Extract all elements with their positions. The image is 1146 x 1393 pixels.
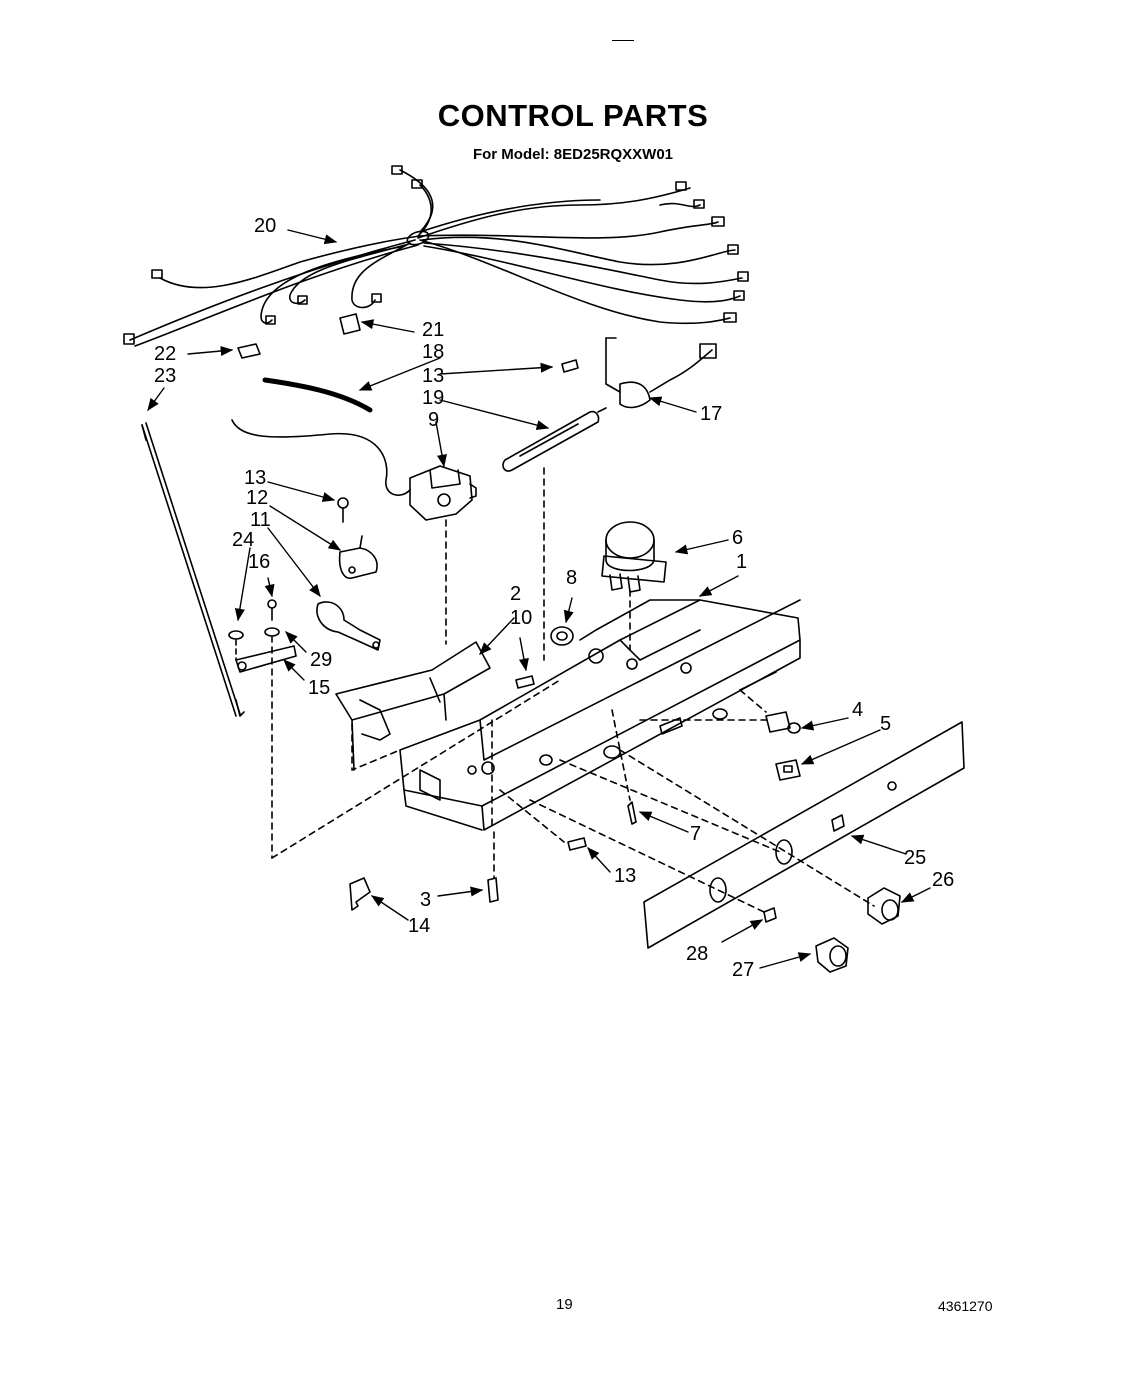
callout-7: 7	[690, 823, 701, 845]
clip-14	[349, 877, 371, 911]
page-number: 19	[556, 1296, 573, 1313]
leader-arrows	[147, 229, 931, 969]
callout-27: 27	[732, 959, 754, 981]
knob-26	[867, 887, 901, 925]
callout-4: 4	[852, 699, 863, 721]
page-title: CONTROL PARTS	[437, 98, 709, 133]
document-number: 4361270	[938, 1298, 993, 1314]
callout-21: 21	[422, 319, 444, 341]
callout-1: 1	[736, 551, 747, 573]
callout-22: 22	[154, 343, 176, 365]
callout-17: 17	[700, 403, 722, 425]
callout-18: 18	[422, 341, 444, 363]
screw-7	[627, 801, 637, 825]
knob-27	[815, 937, 849, 973]
callout-8: 8	[566, 567, 577, 589]
rod-23	[141, 422, 245, 717]
callout-14: 14	[408, 915, 430, 937]
switch-4	[765, 711, 801, 734]
clip-28	[763, 907, 777, 923]
clip-22	[237, 343, 261, 359]
timer-6	[601, 521, 667, 593]
callout-labels: 20 21 22 18 23 13 19 17 9 13 12 11 24 6 …	[154, 215, 954, 981]
callout-20: 20	[254, 215, 276, 237]
clip-21	[339, 313, 361, 335]
component-17	[605, 337, 717, 409]
control-panel-25	[643, 721, 965, 949]
callout-13-top: 13	[422, 365, 444, 387]
wire-harness	[123, 165, 749, 347]
screw-13-bottom	[567, 837, 587, 851]
grommet-8	[550, 626, 574, 646]
damper-control-group	[228, 497, 381, 859]
callout-16: 16	[248, 551, 270, 573]
screw-3	[487, 877, 499, 903]
callout-15: 15	[308, 677, 330, 699]
callout-25: 25	[904, 847, 926, 869]
callout-28: 28	[686, 943, 708, 965]
top-mark	[612, 40, 634, 41]
callout-2: 2	[510, 583, 521, 605]
callout-11: 11	[250, 509, 271, 531]
screw-10	[515, 675, 535, 689]
callout-9: 9	[428, 409, 439, 431]
assembly-lines	[271, 467, 875, 913]
model-subtitle: For Model: 8ED25RQXXW01	[472, 146, 674, 163]
callout-29: 29	[310, 649, 332, 671]
heater-19	[502, 407, 607, 472]
callout-26: 26	[932, 869, 954, 891]
callout-19: 19	[422, 387, 444, 409]
callout-12: 12	[246, 487, 268, 509]
callout-13-bottom: 13	[614, 865, 636, 887]
callout-23: 23	[154, 365, 176, 387]
callout-3: 3	[420, 889, 431, 911]
callout-6: 6	[732, 527, 743, 549]
tube-18	[262, 377, 373, 413]
screw-13-top	[561, 359, 579, 373]
callout-24: 24	[232, 529, 254, 551]
callout-13-left: 13	[244, 467, 266, 489]
housing-1	[399, 599, 801, 831]
bracket-2	[335, 641, 491, 771]
callout-5: 5	[880, 713, 891, 735]
thermostat-9	[231, 419, 477, 521]
callout-10: 10	[510, 607, 532, 629]
switch-5	[775, 759, 801, 781]
